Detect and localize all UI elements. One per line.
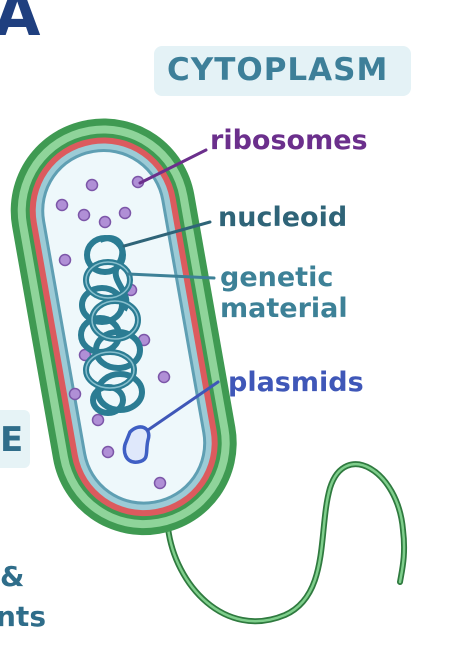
ribosome bbox=[98, 215, 112, 229]
nucleoid-leader-line bbox=[122, 220, 212, 248]
ribosome bbox=[101, 445, 115, 459]
nucleoid-label: nucleoid bbox=[218, 202, 348, 233]
cutoff-word-fragment: nts bbox=[0, 600, 46, 633]
cytoplasm bbox=[41, 149, 207, 505]
ribosome bbox=[118, 206, 132, 220]
genetic-material-label-line1: genetic bbox=[220, 262, 334, 293]
ribosome bbox=[85, 178, 99, 192]
plasmids-label: plasmids bbox=[228, 367, 364, 398]
cutoff-title-letter: A bbox=[0, 0, 41, 50]
cutoff-label-box bbox=[0, 410, 30, 468]
ribosome bbox=[58, 253, 72, 267]
ribosome bbox=[157, 370, 171, 384]
cutoff-label-letter: E bbox=[0, 420, 24, 460]
cytoplasm-label: CYTOPLASM bbox=[167, 52, 389, 88]
ribosome bbox=[91, 413, 105, 427]
ribosomes-label: ribosomes bbox=[210, 125, 368, 156]
genetic-material-label: genetic material bbox=[220, 262, 348, 324]
ribosome bbox=[68, 387, 82, 401]
ribosome bbox=[55, 198, 69, 212]
ribosome bbox=[153, 476, 167, 490]
cell-body bbox=[10, 118, 237, 536]
ribosomes-leader-line bbox=[138, 148, 208, 185]
ribosome bbox=[77, 208, 91, 222]
cytoplasm-label-box bbox=[154, 46, 411, 96]
plasmid bbox=[122, 425, 151, 464]
genetic-material-label-line2: material bbox=[220, 293, 348, 324]
genetic-material-leader-line bbox=[126, 272, 216, 280]
plasmids-leader-line bbox=[146, 380, 220, 432]
cutoff-ampersand: & bbox=[0, 560, 25, 593]
